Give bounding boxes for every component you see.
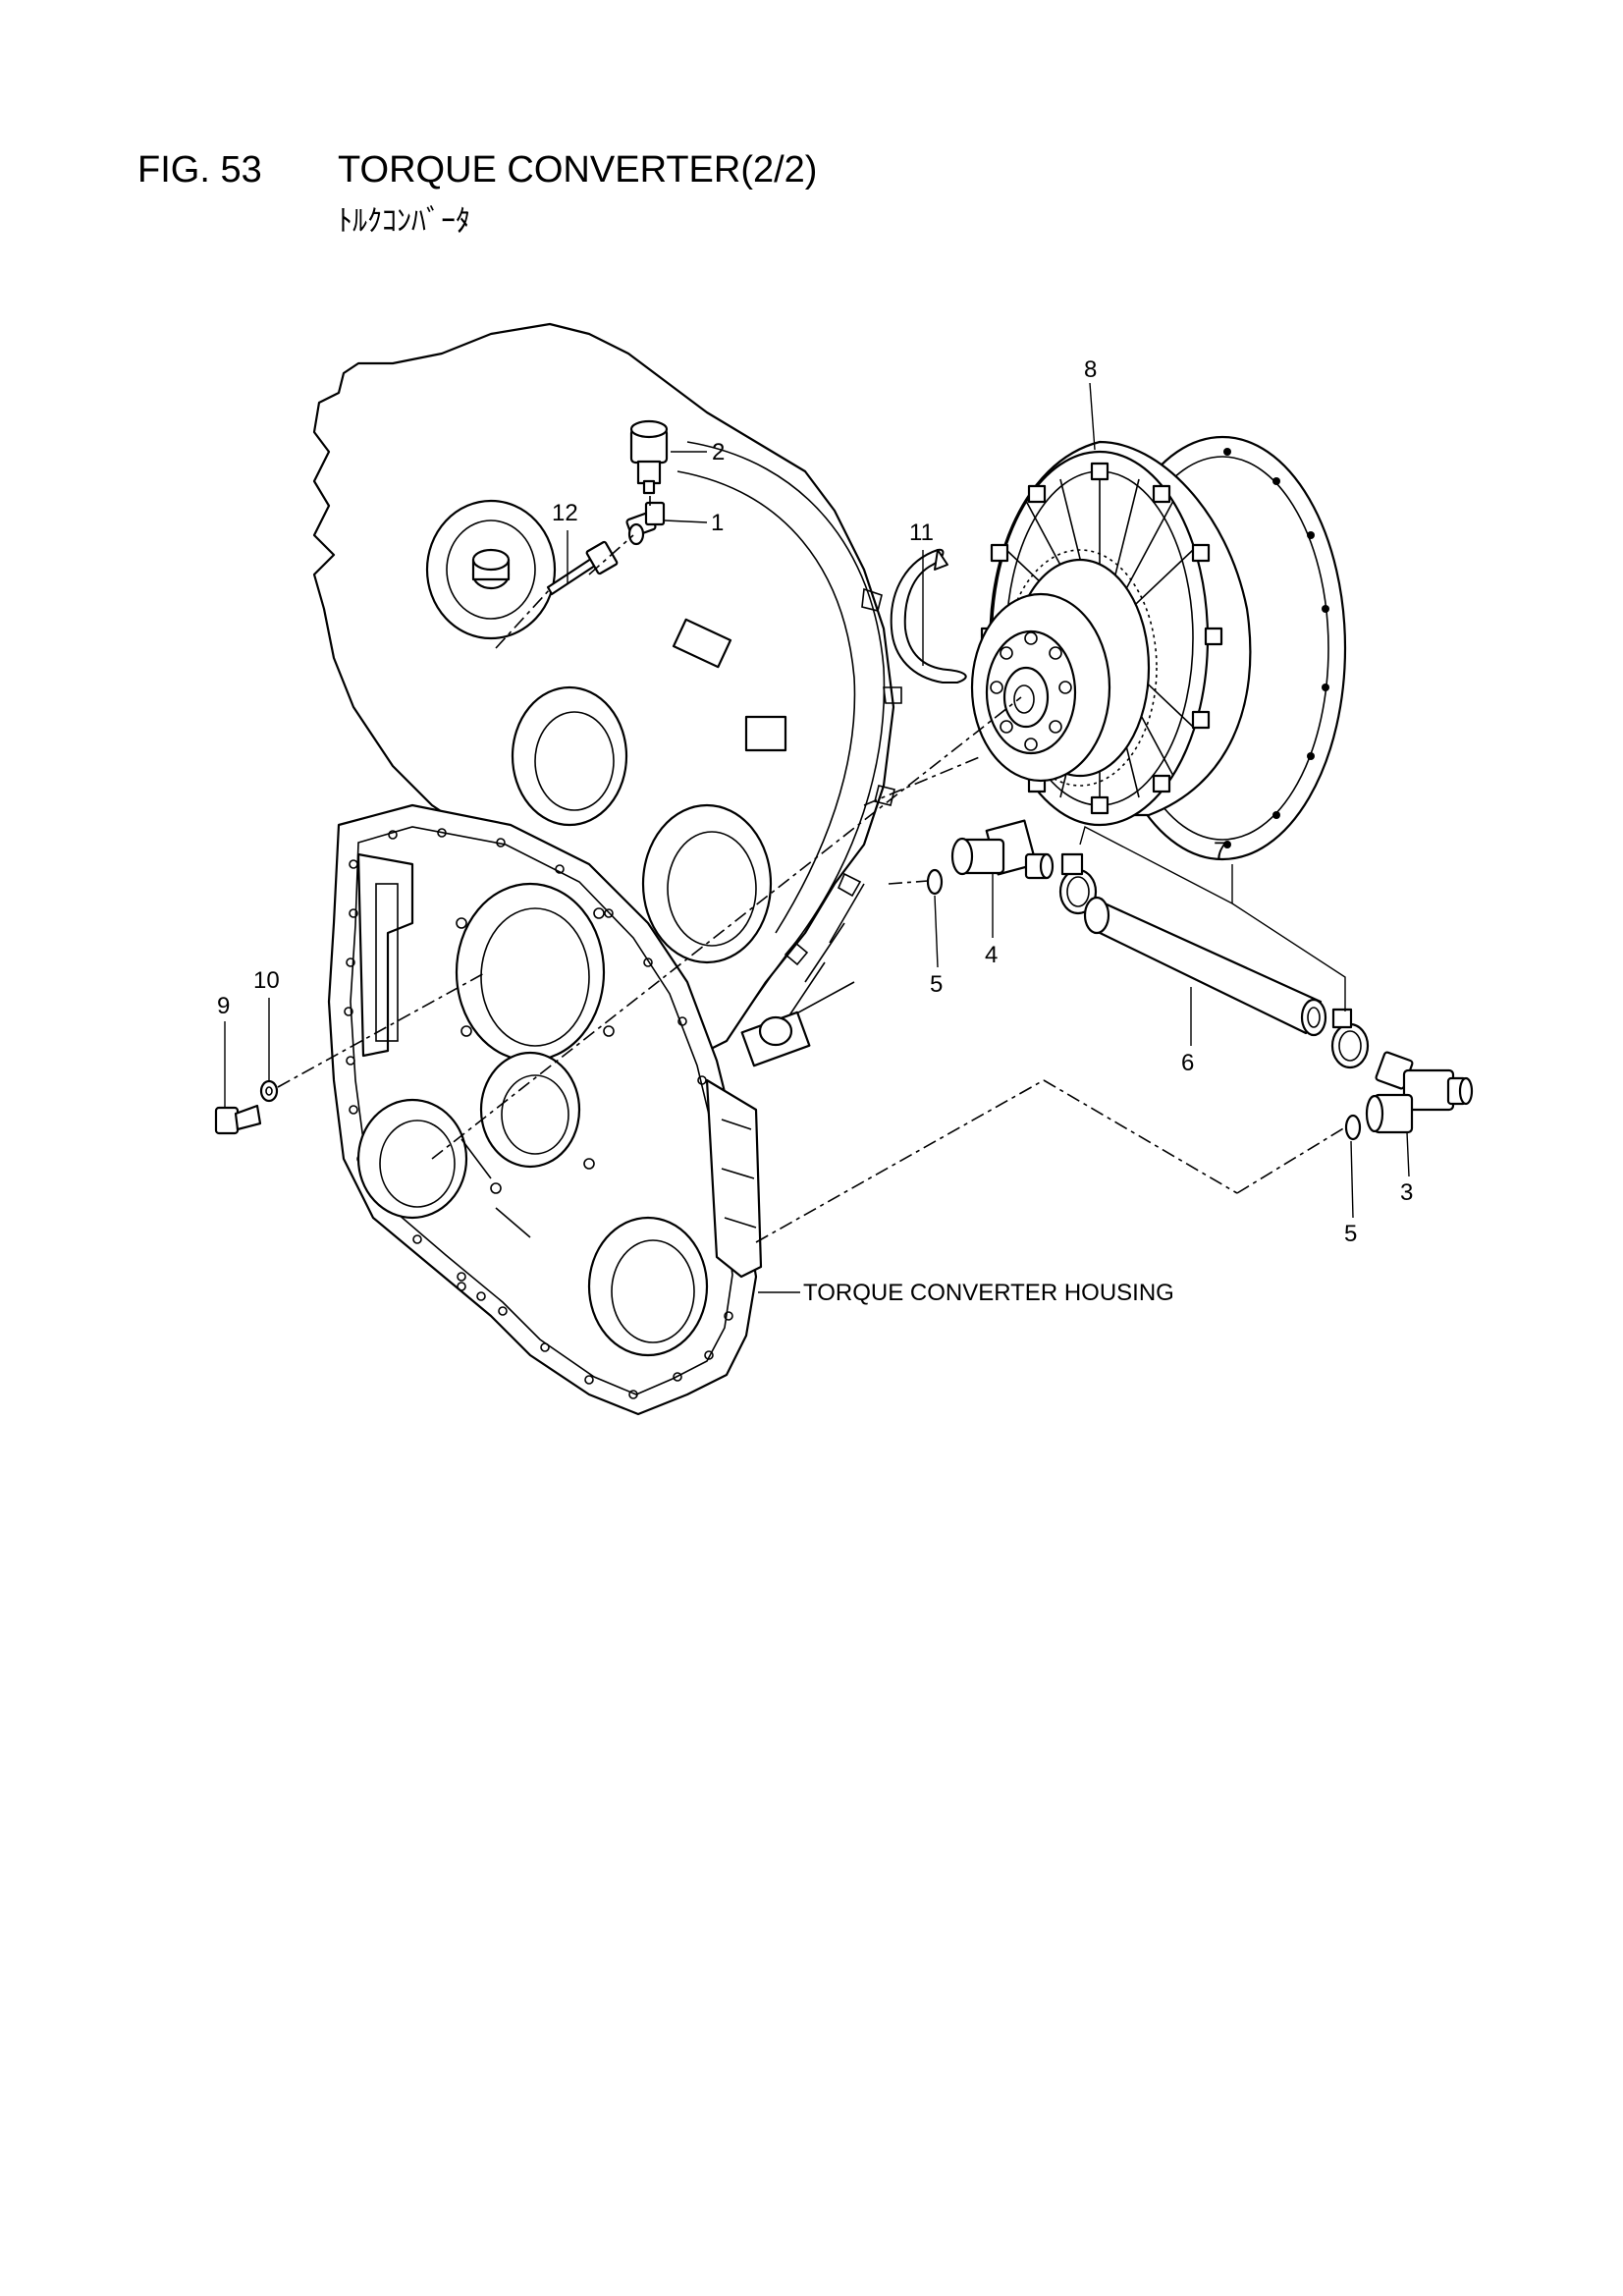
torque-converter-housing	[312, 322, 902, 1416]
hose-6	[1083, 896, 1327, 1037]
elbow-1	[625, 501, 666, 546]
converter-shaft	[1002, 666, 1050, 729]
front-bore-center	[479, 1051, 581, 1169]
hose-clamp-7-upper	[1058, 852, 1098, 915]
upper-bore-right	[641, 803, 773, 964]
callout-1: 1	[711, 510, 724, 536]
o-ring-5-upper	[926, 868, 944, 896]
callout-5-lower: 5	[1344, 1221, 1357, 1247]
callout-numbers: 8 2 1 12 11 7 4 5 6 3 5 9 10 TORQUE CONV…	[217, 356, 1413, 1306]
elbow-fitting-4	[950, 819, 1055, 880]
o-ring-5-lower	[1344, 1114, 1362, 1141]
callout-5-upper: 5	[930, 971, 943, 998]
hose-clamp-7-lower	[1330, 1008, 1370, 1069]
tee-fitting-3	[1365, 1051, 1474, 1134]
housing-label: TORQUE CONVERTER HOUSING	[803, 1280, 1174, 1306]
figure-number: FIG. 53	[137, 149, 262, 191]
leader-lines	[224, 382, 1410, 1293]
front-bore-left	[356, 1098, 468, 1220]
callout-2: 2	[712, 439, 725, 465]
front-bore-lower	[587, 1216, 709, 1357]
front-bore-main	[455, 882, 606, 1063]
snap-ring	[890, 548, 967, 683]
washer-10	[259, 1079, 279, 1103]
callout-3: 3	[1400, 1179, 1413, 1206]
callout-9: 9	[217, 993, 230, 1019]
callout-6: 6	[1181, 1050, 1194, 1076]
callout-4: 4	[985, 942, 998, 968]
callout-8: 8	[1084, 356, 1097, 383]
converter-rear-bolts	[1223, 448, 1329, 848]
torque-converter-assembly	[970, 435, 1347, 861]
plug-2	[629, 419, 669, 495]
bolt-12	[546, 540, 619, 596]
callout-11: 11	[909, 519, 934, 546]
figure-title: TORQUE CONVERTER(2/2)	[338, 149, 818, 191]
callout-10: 10	[253, 967, 280, 994]
assembly-center-lines	[277, 496, 1346, 1243]
figure-subtitle: ﾄﾙｸｺﾝﾊﾞｰﾀ	[338, 205, 470, 238]
bell-flange-rim	[686, 441, 886, 1042]
upper-bore-center	[511, 685, 628, 827]
callout-7: 7	[1214, 838, 1226, 864]
bolt-9	[214, 1104, 262, 1135]
callout-12: 12	[552, 500, 578, 526]
